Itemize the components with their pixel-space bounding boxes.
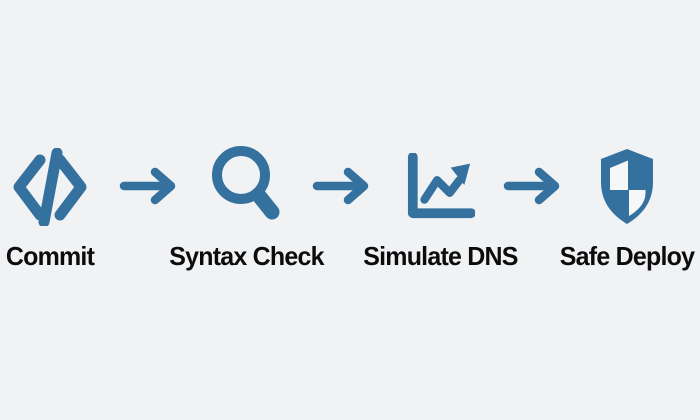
step-label-safe-deploy: Safe Deploy — [559, 241, 695, 271]
right-arrow-icon — [119, 164, 179, 208]
step-label-simulate-dns: Simulate DNS — [362, 241, 518, 271]
flow-step-commit: Commit — [0, 142, 140, 269]
right-arrow-icon — [312, 164, 372, 208]
code-icon — [11, 142, 89, 232]
flow-step-simulate-dns: Simulate DNS — [350, 142, 530, 269]
right-arrow-icon — [503, 164, 563, 208]
step-label-syntax-check: Syntax Check — [168, 241, 324, 271]
flow-step-safe-deploy: Safe Deploy — [537, 142, 700, 269]
step-label-commit: Commit — [5, 241, 95, 271]
trend-chart-icon — [405, 142, 475, 232]
magnifier-icon — [211, 142, 281, 232]
flow-step-syntax-check: Syntax Check — [156, 142, 336, 269]
shield-icon — [596, 142, 658, 232]
